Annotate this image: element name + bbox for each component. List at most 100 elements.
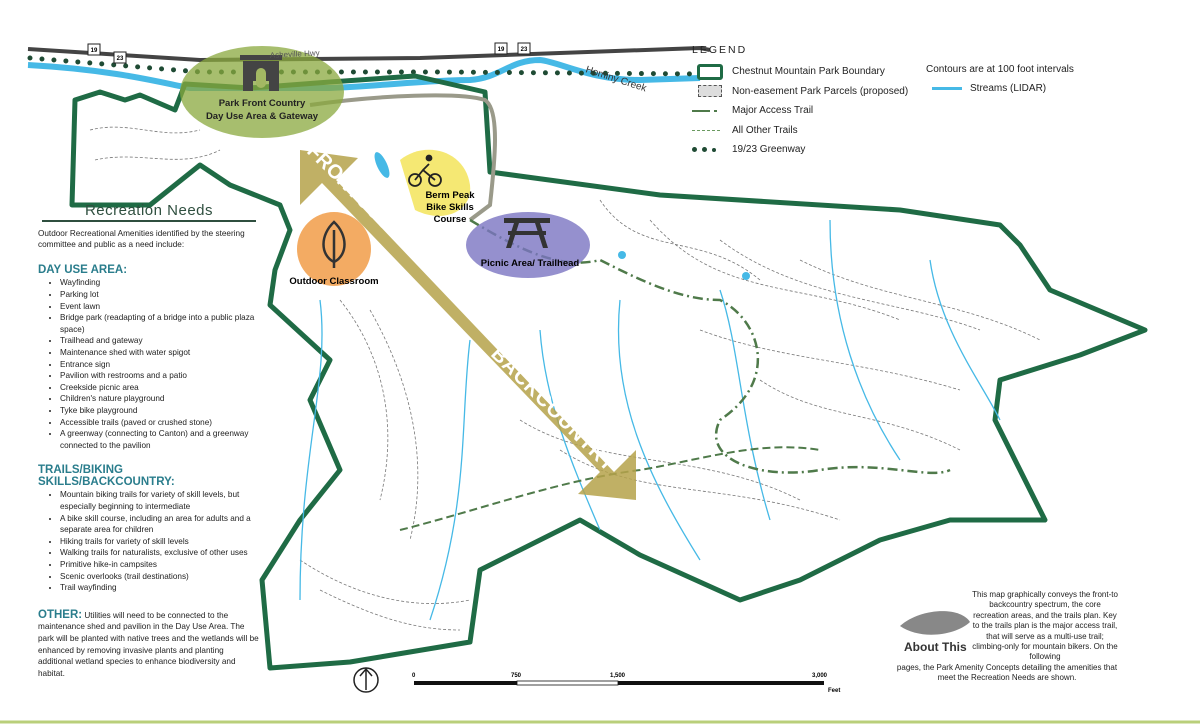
parcel-swatch-icon	[698, 85, 722, 98]
legend-label: Major Access Trail	[732, 105, 814, 117]
pond	[618, 251, 626, 259]
about-text: This map graphically conveys the front-t…	[972, 590, 1118, 662]
list-item: Pavilion with restrooms and a patio	[60, 370, 260, 382]
list-item: Trailhead and gateway	[60, 335, 260, 347]
legend-item-boundary: Chestnut Mountain Park Boundary	[692, 62, 908, 82]
list-item: Wayfinding	[60, 277, 260, 289]
other-trail-line-icon	[692, 129, 720, 131]
list-item: Scenic overlooks (trail destinations)	[60, 571, 260, 583]
spectrum-arrow	[300, 150, 636, 500]
major-access-trail	[469, 218, 951, 475]
about-leaf-icon	[900, 611, 970, 635]
picnic-area[interactable]	[466, 212, 590, 278]
panel-intro: Outdoor Recreational Amenities identifie…	[38, 228, 245, 250]
stream-line-icon	[932, 87, 962, 90]
svg-text:750: 750	[511, 673, 522, 679]
pond	[742, 272, 750, 280]
scale-bar-seg	[516, 680, 619, 686]
list-item: Tyke bike playground	[60, 405, 260, 417]
list-item: Event lawn	[60, 301, 260, 313]
list-item: Maintenance shed with water spigot	[60, 347, 260, 359]
streams-label: Streams (LIDAR)	[970, 83, 1047, 94]
svg-text:23: 23	[521, 47, 528, 53]
list-item: A greenway (connecting to Canton) and a …	[60, 428, 260, 451]
day-use-heading: DAY USE AREA:	[38, 263, 128, 276]
legend-label: 19/23 Greenway	[732, 144, 806, 156]
legend: LEGEND Chestnut Mountain Park Boundary N…	[692, 44, 908, 160]
other-text: Utilities will need to be connected to t…	[38, 610, 259, 678]
legend-label: Non-easement Park Parcels (proposed)	[732, 85, 909, 97]
svg-text:19: 19	[498, 47, 505, 53]
svg-text:23: 23	[117, 56, 124, 62]
major-access-trail-south	[399, 446, 821, 531]
trails-list: Mountain biking trails for variety of sk…	[38, 489, 260, 593]
bike-course-label-3: Course	[434, 214, 467, 225]
legend-item-parcels: Non-easement Park Parcels (proposed)	[692, 82, 908, 102]
other-heading: OTHER:	[38, 608, 83, 621]
trails-heading: TRAILS/BIKING SKILLS/BACKCOUNTRY:	[38, 464, 175, 488]
front-country-area[interactable]	[180, 46, 344, 138]
list-item: Mountain biking trails for variety of sk…	[60, 489, 260, 512]
svg-text:Feet: Feet	[828, 688, 840, 694]
contour-note: Contours are at 100 foot intervals Strea…	[926, 64, 1074, 94]
about-box: About This This map graphically conveys …	[896, 590, 1118, 684]
about-title: About This	[904, 640, 967, 654]
backcountry-label: BACKCOUNTRY	[486, 343, 620, 477]
bike-course-area[interactable]	[400, 149, 471, 216]
major-trail-line-icon	[692, 109, 710, 112]
boundary-swatch-icon	[697, 63, 723, 80]
greenway-line	[27, 55, 703, 77]
contour-text: Contours are at 100 foot intervals	[926, 64, 1074, 75]
other-section: OTHER: Utilities will need to be connect…	[38, 608, 260, 680]
list-item: Children's nature playground	[60, 393, 260, 405]
list-item: Entrance sign	[60, 359, 260, 371]
list-item: Accessible trails (paved or crushed ston…	[60, 417, 260, 429]
picnic-label: Picnic Area/ Trailhead	[481, 258, 580, 269]
north-arrow-glyph	[359, 667, 373, 690]
outdoor-classroom-label: Outdoor Classroom	[289, 276, 378, 287]
legend-title: LEGEND	[692, 44, 748, 56]
list-item: Trail wayfinding	[60, 582, 260, 594]
parcel-road	[309, 93, 497, 222]
list-item: Primitive hike-in campsites	[60, 559, 260, 571]
list-item: Hiking trails for variety of skill level…	[60, 536, 260, 548]
day-use-list: WayfindingParking lotEvent lawnBridge pa…	[38, 277, 260, 451]
legend-label: Chestnut Mountain Park Boundary	[732, 66, 885, 78]
contour-lines	[89, 126, 1041, 631]
greenway-dots-icon	[692, 147, 728, 153]
recreation-needs-panel: Recreation Needs Outdoor Recreational Am…	[38, 203, 260, 688]
svg-text:3,000: 3,000	[812, 673, 828, 679]
svg-text:0: 0	[412, 673, 416, 679]
legend-item-greenway: 19/23 Greenway	[692, 140, 908, 160]
leaf-icon	[322, 220, 346, 268]
scale-labels: 0 750 1,500 3,000 Feet	[412, 673, 840, 694]
scale-bar-seg	[618, 681, 824, 685]
front-country-label-2: Day Use Area & Gateway	[206, 111, 319, 122]
front-country-label: Park Front Country	[219, 98, 306, 109]
picnic-table-icon	[504, 218, 550, 248]
legend-label: All Other Trails	[732, 124, 798, 136]
highway-shields: 19 23 19 23	[87, 42, 531, 64]
bike-icon	[408, 154, 442, 187]
about-text-tail: pages, the Park Amenity Concepts detaili…	[896, 662, 1118, 683]
svg-text:19: 19	[91, 48, 98, 54]
scale-bar-seg	[414, 681, 517, 685]
legend-item-other-trails: All Other Trails	[692, 121, 908, 141]
bike-course-label-2: Bike Skills	[426, 202, 474, 213]
pond	[374, 152, 390, 178]
panel-title: Recreation Needs	[42, 203, 256, 222]
hominy-creek	[27, 56, 701, 91]
list-item: A bike skill course, including an area f…	[60, 513, 260, 536]
bike-course-label-1: Berm Peak	[425, 190, 475, 201]
list-item: Bridge park (readapting of a bridge into…	[60, 312, 260, 335]
list-item: Parking lot	[60, 289, 260, 301]
streams	[299, 219, 1001, 621]
list-item: Walking trails for naturalists, exclusiv…	[60, 547, 260, 559]
road-label: Asheville Hwy	[270, 48, 320, 60]
list-item: Creekside picnic area	[60, 382, 260, 394]
svg-text:1,500: 1,500	[610, 673, 626, 679]
gateway-icon-arch	[256, 68, 266, 88]
highway-road	[27, 45, 711, 63]
legend-item-major-trail: Major Access Trail	[692, 101, 908, 121]
